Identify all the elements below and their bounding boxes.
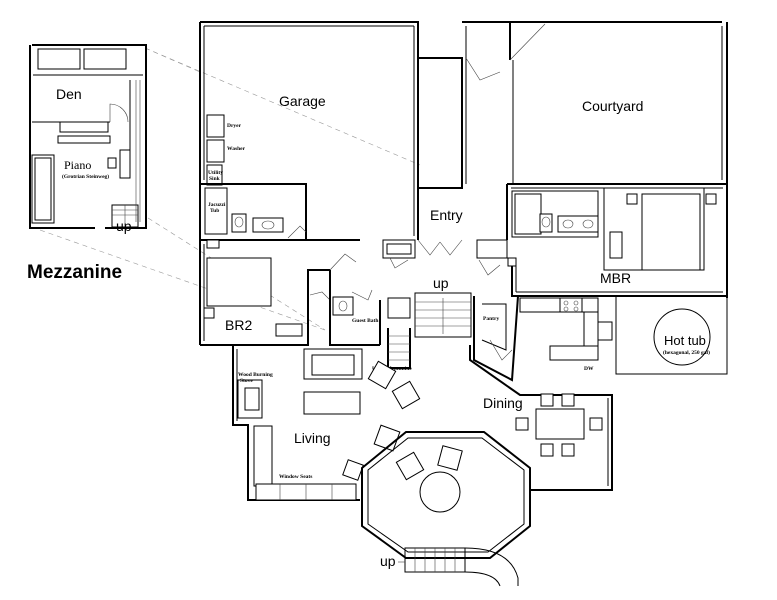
hot-tub-label: Hot tub <box>664 333 706 348</box>
mezzanine-title: Mezzanine <box>27 262 122 283</box>
entry-stairs <box>414 292 472 338</box>
room-entry: Entry <box>430 207 463 223</box>
mezzanine-inset <box>29 44 147 229</box>
piano-note: (Grotrian Steinweg) <box>62 173 109 180</box>
fixture-washer: Washer <box>227 146 246 152</box>
fixture-utility-sink-1: Utility <box>208 170 223 176</box>
mezzanine-projection-lines <box>39 47 421 331</box>
stair-up-entry: up <box>433 275 449 291</box>
fixture-dw: DW <box>584 366 594 372</box>
living-room <box>232 345 421 501</box>
room-piano: Piano <box>64 158 91 172</box>
guest-bath <box>329 270 411 346</box>
entry-doors <box>382 239 508 276</box>
hot-tub-deck <box>615 295 728 375</box>
fixture-pantry: Pantry <box>483 316 499 322</box>
room-mbr: MBR <box>600 270 631 286</box>
fixture-window-seats: Window Seats <box>279 474 312 480</box>
mbr-walls <box>506 183 728 298</box>
fixture-guest-bath: Guest Bath <box>352 318 378 324</box>
fixture-utility-sink-2: Sink <box>209 176 221 182</box>
room-dining: Dining <box>483 395 523 411</box>
octagon-sunroom <box>361 431 531 559</box>
deck-stair <box>398 547 519 587</box>
br2-walls <box>200 239 360 346</box>
garage-walls <box>199 21 419 345</box>
room-br2: BR2 <box>225 317 252 333</box>
mezzanine-stair <box>387 328 411 369</box>
room-den: Den <box>56 86 82 102</box>
jacuzzi-bath <box>200 183 307 240</box>
room-courtyard: Courtyard <box>582 98 643 114</box>
room-garage: Garage <box>279 93 326 109</box>
stair-up-mezzanine: up <box>116 218 132 234</box>
fixture-jacuzzi-1: Jacuzzi <box>208 202 226 208</box>
fixture-dryer: Dryer <box>227 123 242 129</box>
entry-walls <box>418 21 728 189</box>
hot-tub-note: (hexagonal, 250 gal) <box>663 349 710 356</box>
stair-up-deck: up <box>380 553 396 569</box>
fixture-wood-stove-1: Wood Burning <box>238 372 273 378</box>
fixture-wood-stove-2: Stove <box>240 378 253 384</box>
fixture-jacuzzi-2: Tub <box>210 208 219 214</box>
room-living: Living <box>294 430 331 446</box>
kitchen <box>473 295 613 382</box>
dining-room <box>469 345 613 491</box>
